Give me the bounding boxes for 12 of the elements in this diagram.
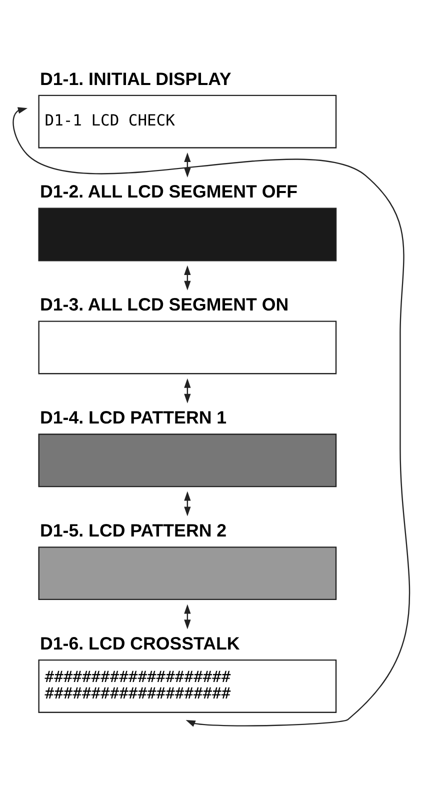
node-label: D1-4. LCD PATTERN 1 [40,408,227,428]
node-label: D1-3. ALL LCD SEGMENT ON [40,294,289,315]
arrow [184,152,191,178]
arrow [12,107,410,727]
arrow [184,265,191,290]
arrow [184,604,191,630]
node-label: D1-5. LCD PATTERN 2 [40,520,227,540]
node-label: D1-6. LCD CROSSTALK [40,633,240,654]
node-label: D1-1. INITIAL DISPLAY [40,68,232,89]
arrow [184,491,191,516]
node-label: D1-2. ALL LCD SEGMENT OFF [40,182,298,202]
arrow [184,378,191,404]
